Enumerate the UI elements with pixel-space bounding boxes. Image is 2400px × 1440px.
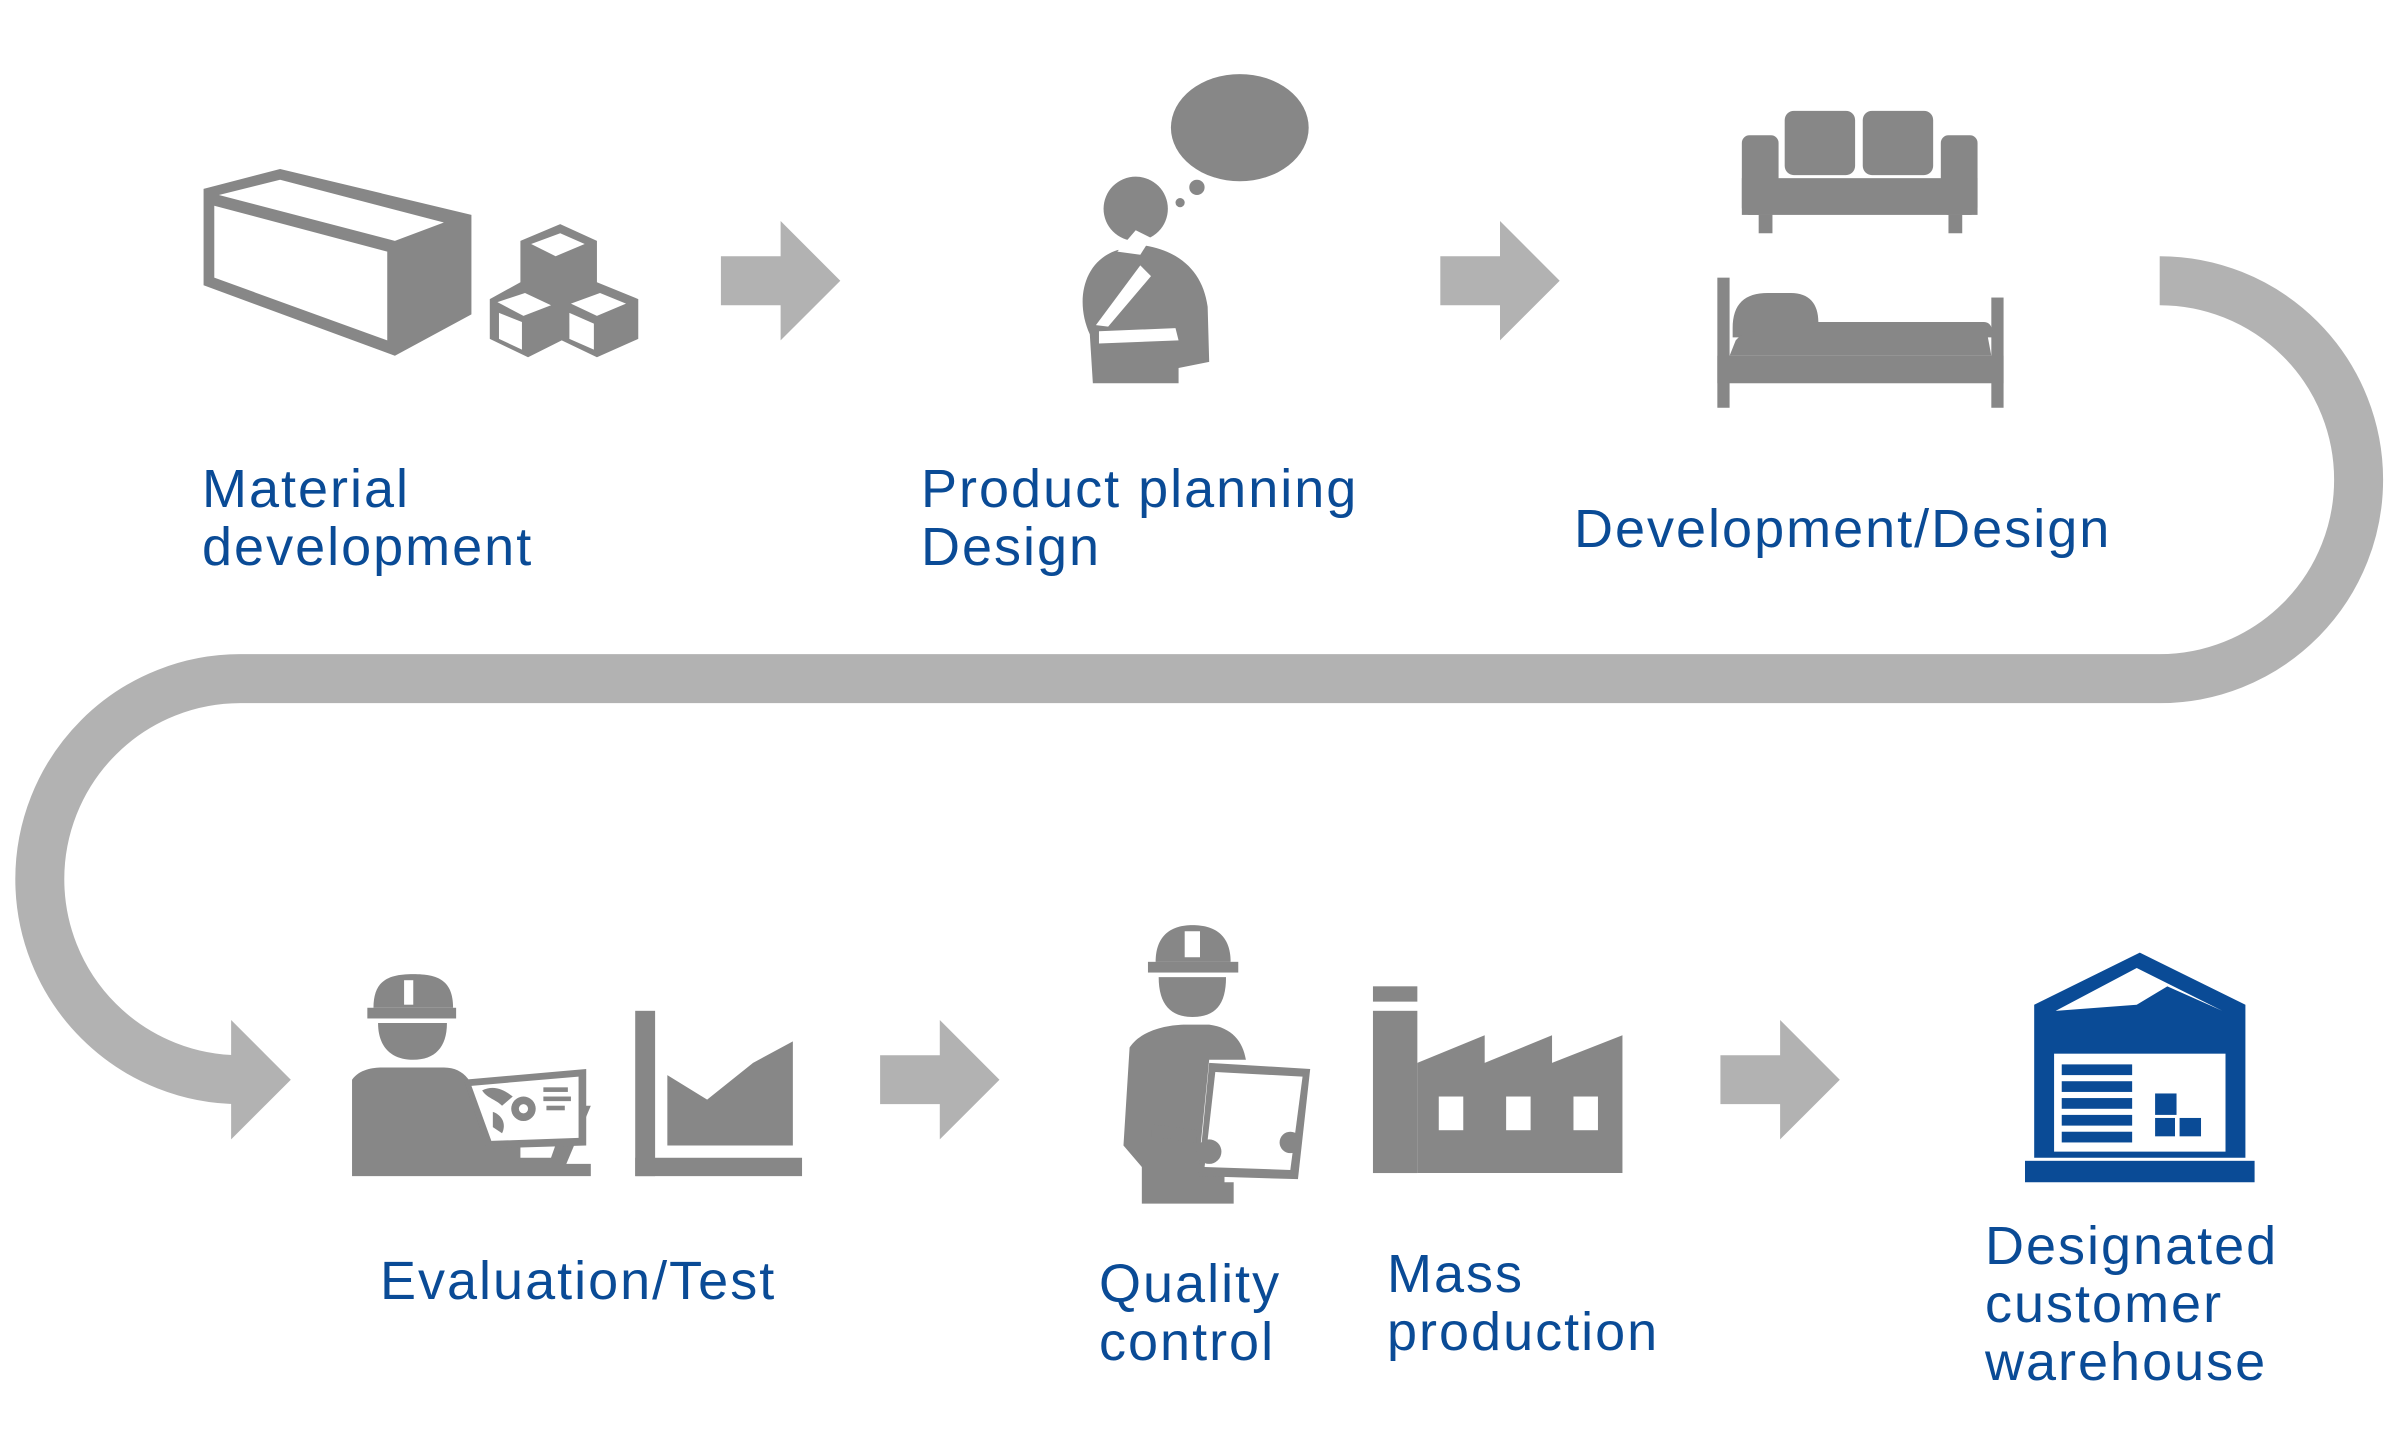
step-development-design: [1717, 110, 2004, 408]
thinking-person-icon: [1082, 74, 1309, 384]
step-label-designated-customer-warehouse: Designated customer warehouse: [1985, 1217, 2278, 1391]
flow-connectors: [15, 221, 2384, 1140]
step-evaluation-test: [352, 974, 803, 1177]
step-label-development-design: Development/Design: [1574, 500, 2111, 558]
box-icon: [203, 168, 472, 356]
label-line: Designated: [1985, 1216, 2279, 1276]
label-line: Material: [202, 459, 411, 519]
arrow-right-icon: [1440, 221, 1560, 341]
area-chart-icon: [635, 1010, 803, 1177]
engineer-monitor-icon: [352, 974, 591, 1177]
step-quality-control: [1123, 925, 1311, 1204]
s-curve-connector: [15, 256, 2384, 1105]
label-line: Product planning: [921, 459, 1359, 519]
label-line: control: [1099, 1312, 1276, 1372]
step-material-development: [203, 168, 639, 358]
arrow-right-icon: [231, 1020, 291, 1140]
step-label-evaluation-test: Evaluation/Test: [380, 1252, 776, 1310]
label-line: Quality: [1099, 1254, 1282, 1314]
label-line: Design: [921, 517, 1102, 577]
label-line: production: [1387, 1302, 1660, 1362]
sofa-icon: [1741, 110, 1978, 234]
step-product-planning: [1082, 74, 1309, 384]
label-line: customer: [1985, 1274, 2224, 1334]
label-line: Development/Design: [1574, 499, 2112, 559]
cubes-icon: [489, 224, 639, 358]
arrow-right-icon: [720, 221, 841, 341]
step-designated-customer-warehouse: [2025, 952, 2255, 1183]
step-label-material-development: Material development: [202, 460, 533, 576]
label-line: Mass: [1387, 1244, 1525, 1304]
inspector-clipboard-icon: [1123, 925, 1311, 1204]
label-line: development: [202, 517, 534, 577]
label-line: Evaluation/Test: [380, 1251, 777, 1311]
arrow-right-icon: [880, 1020, 1000, 1140]
label-line: warehouse: [1985, 1332, 2268, 1392]
warehouse-icon: [2025, 952, 2255, 1183]
step-label-product-planning: Product planning Design: [921, 460, 1358, 576]
factory-icon: [1372, 986, 1623, 1174]
arrow-right-icon: [1720, 1020, 1840, 1140]
step-label-mass-production: Mass production: [1387, 1245, 1659, 1361]
bed-icon: [1717, 277, 2004, 408]
step-mass-production: [1372, 986, 1623, 1174]
step-label-quality-control: Quality control: [1099, 1255, 1281, 1371]
